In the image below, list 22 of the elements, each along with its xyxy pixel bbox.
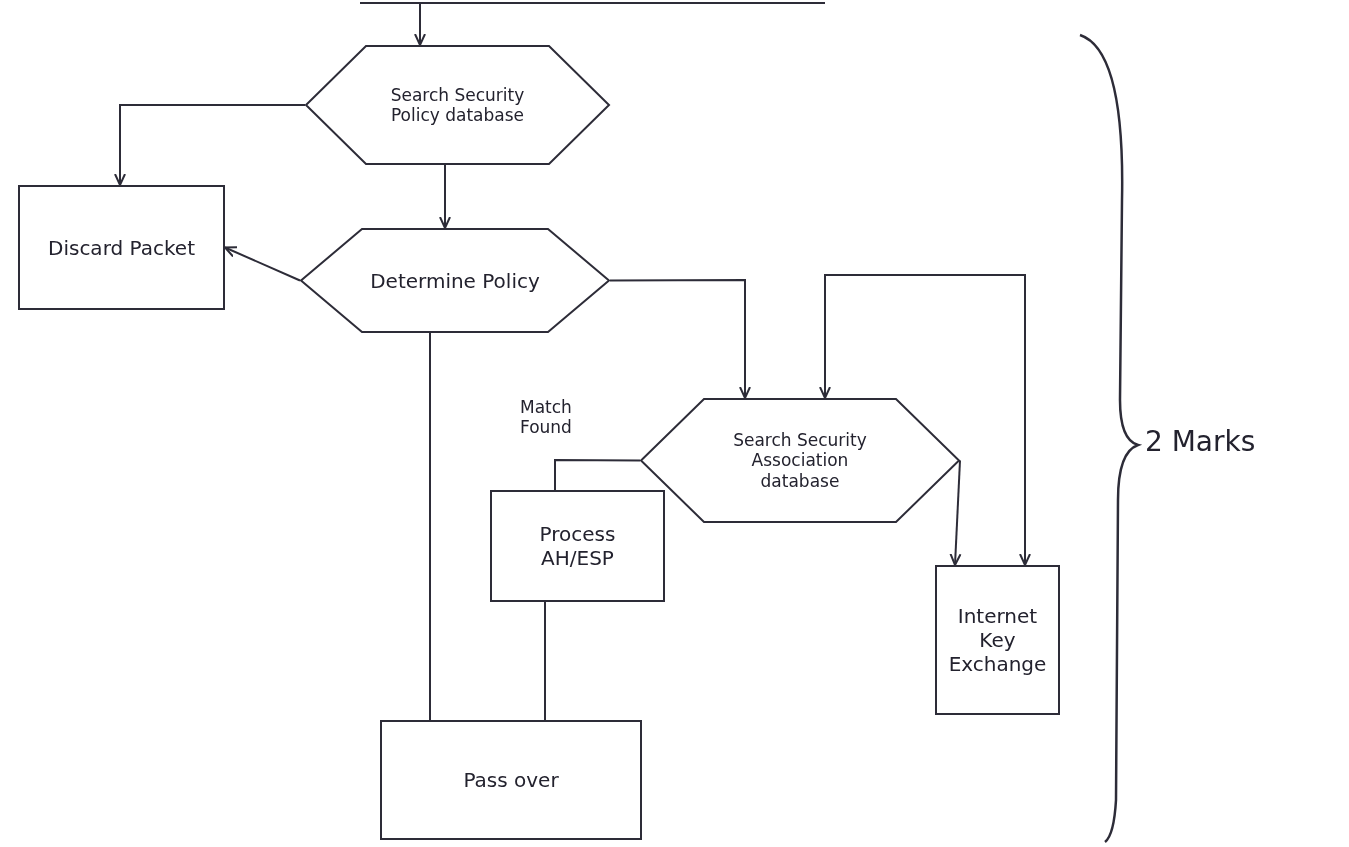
node-text: Discard Packet <box>47 235 196 260</box>
arrow <box>609 279 751 399</box>
hexagon-node <box>300 228 610 333</box>
node-text: Search Security Policy database <box>389 84 526 126</box>
process-box <box>18 185 225 310</box>
hexagon-node <box>640 398 960 523</box>
node-text: Internet Key Exchange <box>947 604 1048 676</box>
arrow <box>224 246 301 282</box>
marks-note: 2 Marks <box>1145 425 1256 458</box>
hexagon-node <box>305 45 610 165</box>
process-box <box>935 565 1060 715</box>
process-box <box>490 490 665 602</box>
process-box <box>380 720 642 840</box>
node-text: Determine Policy <box>369 268 541 293</box>
arrow <box>439 164 451 229</box>
node-text: Process AH/ESP <box>538 522 617 570</box>
node-text: Pass over <box>462 768 560 792</box>
arrow <box>819 274 1031 566</box>
arrow <box>414 2 426 46</box>
arrow <box>949 459 962 566</box>
node-text: Search Security Association database <box>732 429 868 492</box>
arrow <box>114 104 306 186</box>
